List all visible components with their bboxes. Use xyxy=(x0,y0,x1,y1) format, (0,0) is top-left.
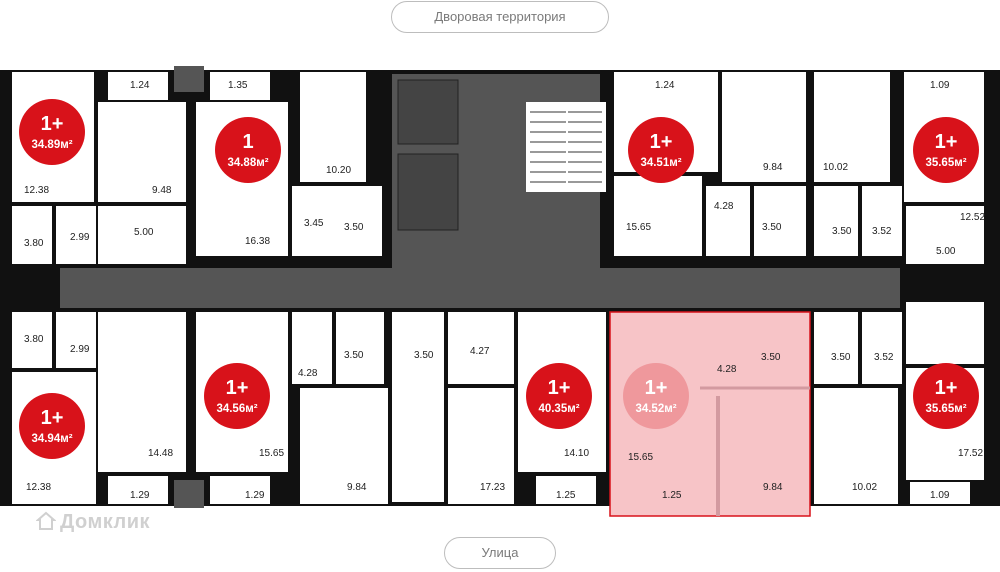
room-area: 1.35 xyxy=(228,80,248,91)
svg-text:35.65м²: 35.65м² xyxy=(925,157,966,169)
room-area: 3.50 xyxy=(344,222,364,233)
room-area: 2.99 xyxy=(70,344,90,355)
room-area: 5.00 xyxy=(134,227,154,238)
svg-text:34.51м²: 34.51м² xyxy=(640,157,681,169)
room-area: 9.84 xyxy=(763,162,783,173)
floor-plan: 1.24 1.35 1.24 1.09 12.38 9.48 10.20 9.8… xyxy=(0,56,1000,520)
room-area: 3.80 xyxy=(24,238,44,249)
svg-text:1+: 1+ xyxy=(548,377,571,399)
svg-text:34.52м²: 34.52м² xyxy=(635,403,676,415)
room-area: 9.84 xyxy=(347,482,367,493)
apartment-badge[interactable]: 1+ 35.65м² xyxy=(913,117,979,183)
apartment-badge[interactable]: 1 34.88м² xyxy=(215,117,281,183)
svg-text:1+: 1+ xyxy=(645,377,668,399)
apartment-badge[interactable]: 1+ 35.65м² xyxy=(913,363,979,429)
room-area: 3.50 xyxy=(831,352,851,363)
room-area: 2.99 xyxy=(70,232,90,243)
room-area: 17.23 xyxy=(480,482,505,493)
highlighted-apartment xyxy=(609,311,811,517)
room-area: 1.24 xyxy=(655,80,675,91)
room-area: 16.38 xyxy=(245,236,270,247)
apartment-badge[interactable]: 1+ 34.94м² xyxy=(19,393,85,459)
room-area: 12.52 xyxy=(960,212,985,223)
watermark: Домклик xyxy=(36,511,150,534)
svg-text:1+: 1+ xyxy=(650,131,673,153)
room-area: 10.02 xyxy=(823,162,848,173)
room-area: 17.52 xyxy=(958,448,983,459)
svg-text:34.88м²: 34.88м² xyxy=(227,157,268,169)
apartment-badge[interactable]: 1+ 34.51м² xyxy=(628,117,694,183)
room-area: 5.00 xyxy=(936,246,956,257)
room-area: 3.50 xyxy=(414,350,434,361)
room-area: 14.10 xyxy=(564,448,589,459)
room-area: 9.84 xyxy=(763,482,783,493)
room-area: 1.25 xyxy=(556,490,576,501)
watermark-text: Домклик xyxy=(60,511,151,533)
room-area: 3.52 xyxy=(874,352,894,363)
room-area: 1.25 xyxy=(662,490,682,501)
svg-text:1+: 1+ xyxy=(41,407,64,429)
room-area: 12.38 xyxy=(24,185,49,196)
svg-text:1+: 1+ xyxy=(226,377,249,399)
room-area: 4.28 xyxy=(714,201,734,212)
room-area: 1.29 xyxy=(130,490,150,501)
apartment-badge[interactable]: 1+ 40.35м² xyxy=(526,363,592,429)
svg-text:34.56м²: 34.56м² xyxy=(216,403,257,415)
room-area: 3.52 xyxy=(872,226,892,237)
svg-text:1+: 1+ xyxy=(935,131,958,153)
room-area: 1.09 xyxy=(930,490,950,501)
room-area: 1.24 xyxy=(130,80,150,91)
svg-text:40.35м²: 40.35м² xyxy=(538,403,579,415)
room-area: 10.20 xyxy=(326,165,351,176)
svg-text:1: 1 xyxy=(242,131,253,153)
apartment-badge-highlighted[interactable]: 1+ 34.52м² xyxy=(623,363,689,429)
room-area: 3.80 xyxy=(24,334,44,345)
apartment-badge[interactable]: 1+ 34.89м² xyxy=(19,99,85,165)
room-area: 9.48 xyxy=(152,185,172,196)
courtyard-label: Дворовая территория xyxy=(391,1,609,33)
svg-text:1+: 1+ xyxy=(41,113,64,135)
room-area: 3.50 xyxy=(762,222,782,233)
room-area: 4.28 xyxy=(298,368,318,379)
room-area: 15.65 xyxy=(626,222,651,233)
room-area: 3.50 xyxy=(832,226,852,237)
room-area: 1.09 xyxy=(930,80,950,91)
room-area: 3.50 xyxy=(761,352,781,363)
apartment-badge[interactable]: 1+ 34.56м² xyxy=(204,363,270,429)
room-area: 12.38 xyxy=(26,482,51,493)
house-icon xyxy=(36,511,56,530)
room-area: 15.65 xyxy=(628,452,653,463)
street-label: Улица xyxy=(444,537,556,569)
corridor xyxy=(60,268,900,308)
svg-text:34.94м²: 34.94м² xyxy=(31,433,72,445)
room-area: 15.65 xyxy=(259,448,284,459)
room-area: 3.50 xyxy=(344,350,364,361)
svg-text:1+: 1+ xyxy=(935,377,958,399)
svg-text:34.89м²: 34.89м² xyxy=(31,139,72,151)
svg-text:35.65м²: 35.65м² xyxy=(925,403,966,415)
room-area: 14.48 xyxy=(148,448,173,459)
room-area: 4.28 xyxy=(717,364,737,375)
room-area: 4.27 xyxy=(470,346,490,357)
room-area: 10.02 xyxy=(852,482,877,493)
room-area: 1.29 xyxy=(245,490,265,501)
room-area: 3.45 xyxy=(304,218,324,229)
